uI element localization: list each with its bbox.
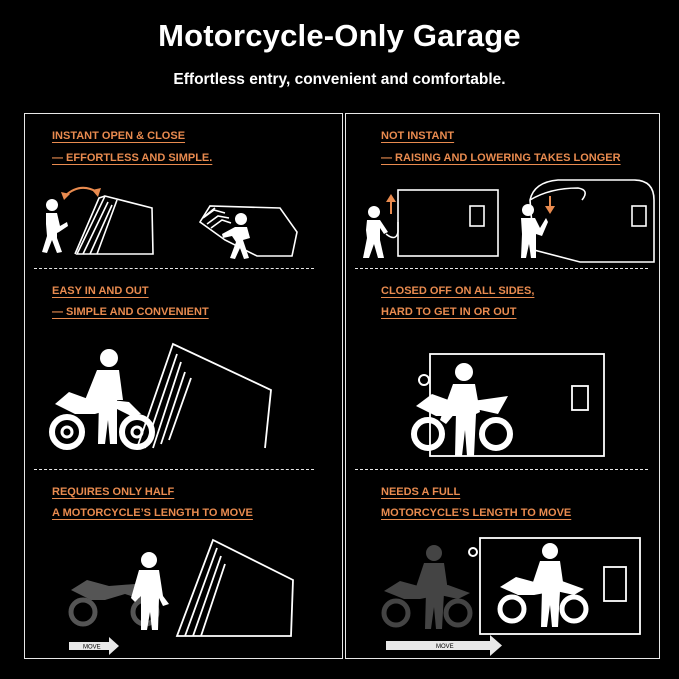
left-row1-illustration xyxy=(42,186,298,259)
person-icon xyxy=(530,543,564,627)
right-divider-1 xyxy=(355,268,648,269)
right-row1-caption-line1: NOT INSTANT xyxy=(381,130,455,142)
left-row3-illustration: MOVE xyxy=(68,538,294,655)
page-title: Motorcycle-Only Garage xyxy=(158,18,521,53)
right-row2-illustration xyxy=(411,353,605,457)
down-arrow-icon xyxy=(545,196,555,214)
person-icon xyxy=(363,206,388,258)
folding-garage-icon xyxy=(136,342,272,449)
rotate-arrow-icon xyxy=(61,186,101,200)
left-row1-caption-line2: — EFFORTLESS AND SIMPLE. xyxy=(52,152,213,164)
right-row2-caption-line1: CLOSED OFF ON ALL SIDES, xyxy=(381,285,535,297)
right-row3-illustration: MOVE xyxy=(381,537,641,656)
person-icon xyxy=(81,349,123,444)
move-arrow-icon: MOVE xyxy=(69,637,119,655)
left-row2-caption-line2: — SIMPLE AND CONVENIENT xyxy=(52,306,209,318)
left-row3-caption-line2: A MOTORCYCLE’S LENGTH TO MOVE xyxy=(52,507,253,519)
right-row3-caption-line2: MOTORCYCLE’S LENGTH TO MOVE xyxy=(381,507,572,519)
left-row2-caption-line1: EASY IN AND OUT xyxy=(52,285,149,297)
folding-garage-icon xyxy=(198,205,298,257)
page-subtitle: Effortless entry, convenient and comfort… xyxy=(173,71,506,88)
right-row1-illustration xyxy=(363,179,655,263)
move-arrow-label: MOVE xyxy=(436,644,454,650)
left-row2-illustration xyxy=(49,342,272,450)
left-row3-caption-line1: REQUIRES ONLY HALF xyxy=(52,486,175,498)
person-icon xyxy=(440,363,480,456)
up-arrow-icon xyxy=(386,194,396,214)
box-garage-icon xyxy=(397,189,499,257)
box-garage-icon xyxy=(529,179,655,263)
folding-garage-icon xyxy=(175,538,294,637)
person-icon xyxy=(222,213,250,259)
right-comparison-panel: NOT INSTANT — RAISING AND LOWERING TAKES… xyxy=(345,113,660,659)
person-icon xyxy=(131,552,169,630)
person-icon xyxy=(414,545,448,629)
person-icon xyxy=(521,204,548,258)
person-icon xyxy=(42,199,68,253)
right-row3-caption-line1: NEEDS A FULL xyxy=(381,486,461,498)
left-divider-2 xyxy=(34,469,314,470)
left-comparison-panel: INSTANT OPEN & CLOSE — EFFORTLESS AND SI… xyxy=(24,113,343,659)
right-row2-caption-line2: HARD TO GET IN OR OUT xyxy=(381,306,517,318)
folding-garage-icon xyxy=(74,195,154,255)
left-row1-caption-line1: INSTANT OPEN & CLOSE xyxy=(52,130,186,142)
right-row1-caption-line2: — RAISING AND LOWERING TAKES LONGER xyxy=(381,152,621,164)
right-divider-2 xyxy=(355,469,648,470)
box-garage-icon xyxy=(479,537,641,635)
move-arrow-label: MOVE xyxy=(83,645,101,651)
move-arrow-icon: MOVE xyxy=(386,635,502,656)
left-divider-1 xyxy=(34,268,314,269)
